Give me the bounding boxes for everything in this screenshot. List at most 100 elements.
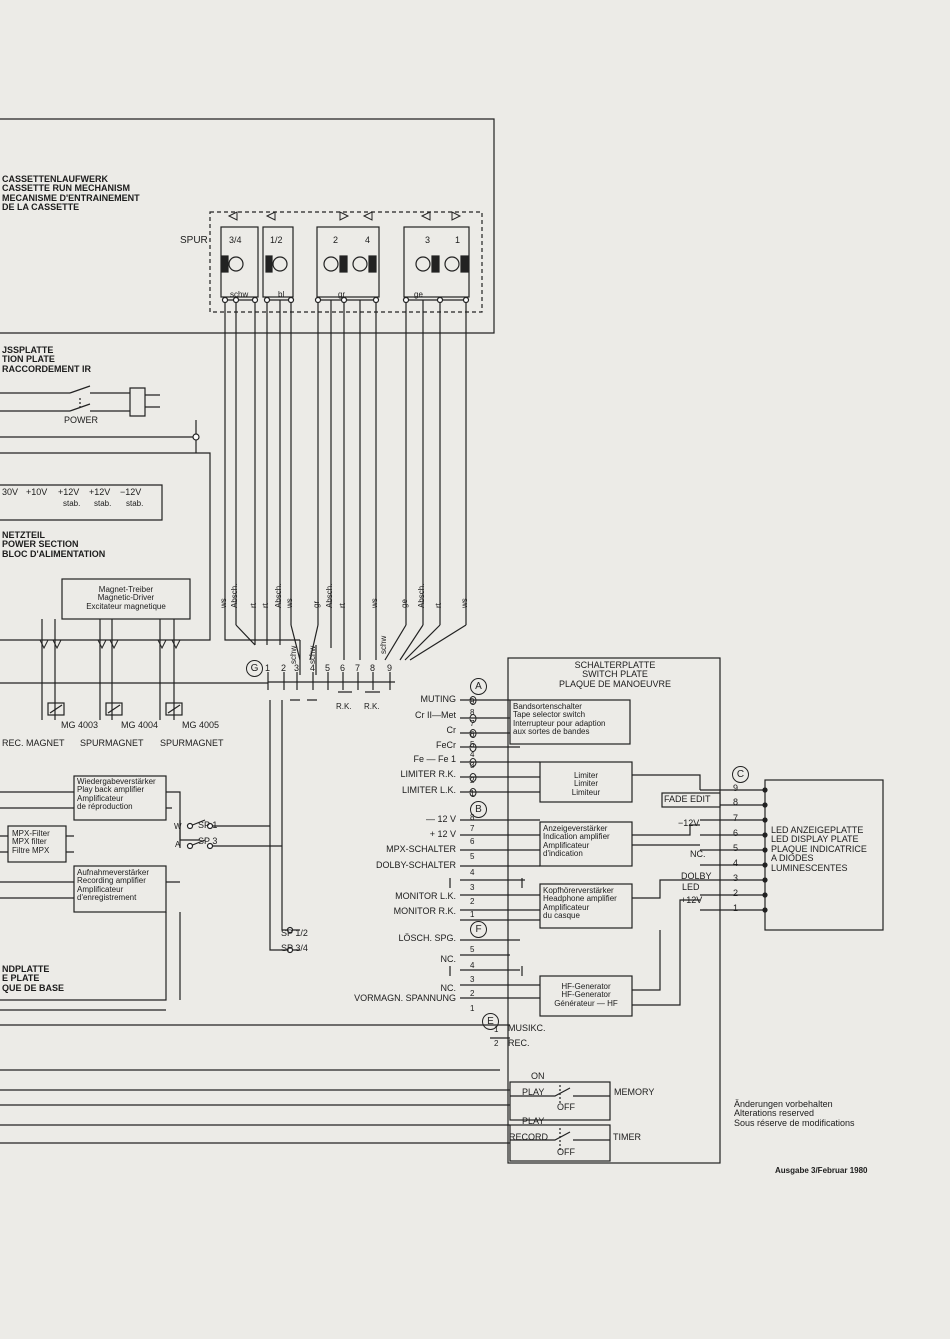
vertical-wire-label: rt [261,603,270,608]
timer-play-label: PLAY [522,1116,545,1126]
spur-label: SPUR [180,235,208,246]
connector-g-pin: 2 [281,663,287,673]
sp-label: SP 1/2 [281,928,308,938]
indicator-amp-line: Anzeigeverstärker [543,824,608,833]
magnet-driver-line: Magnetic-Driver [97,593,155,603]
power-label: POWER [64,415,99,425]
voltage-label: 30V [2,487,19,497]
connector-g-pin: 5 [325,663,331,673]
magnet-label: REC. MAGNET [2,738,65,748]
connector-e-marker: E [482,1013,499,1030]
headphone-amplifier-label: Kopfhörerverstärker Headphone amplifier … [543,886,617,921]
connector-c-pin: 7 [733,813,739,823]
connector-g-pin: 3 [294,663,300,673]
connector-f-pin: 1 [470,1004,475,1013]
connector-b-pin: 2 [470,897,475,906]
hf-generator-line: HF-Generator [561,982,611,991]
connector-e-label: REC. [508,1038,530,1048]
led-plate-label: LED ANZEIGEPLATTE LED DISPLAY PLATE PLAQ… [771,825,867,873]
stab-label: stab. [94,499,112,508]
voltage-label: +12V [58,487,80,497]
vertical-wire-label: Absch. [274,583,283,608]
connector-a-label: FeCr [436,740,456,750]
vertical-wire-label: ws [460,598,469,608]
base-plate-line: NDPLATTE [2,964,50,974]
tape-selector-line: aux sortes de bandes [513,727,590,737]
stab-label: stab. [126,499,144,508]
connector-g-wire: schw [289,645,298,664]
connector-a-pin: 9 [470,697,475,706]
connector-f-label: LÖSCH. SPG. [398,933,456,943]
sp-label: SP 3/4 [281,943,308,953]
indicator-amp-line: d'indication [543,849,583,859]
edition-note: Ausgabe 3/Februar 1980 [775,1166,868,1175]
magnet-driver-label: Magnet-Treiber Magnetic-Driver Excitateu… [62,585,190,611]
connector-g-pin: 9 [387,663,393,673]
connector-a-pin: 8 [470,708,475,717]
memory-label: MEMORY [614,1087,655,1097]
voltage-label: +12V [89,487,111,497]
memory-on-label: ON [531,1071,545,1081]
connector-b-pin: 6 [470,837,475,846]
connector-a-pin: 1 [470,789,475,798]
connector-b-label: MPX-SCHALTER [386,844,456,854]
connector-b-pin: 7 [470,824,475,833]
headphone-amp-line: Kopfhörerverstärker [543,886,614,895]
magnet-driver-line: Excitateur magnetique [86,601,166,611]
connector-a-marker: A [470,678,487,695]
voltage-label: +10V [26,487,48,497]
led-plate-line: LUMINESCENTES [771,862,848,873]
vertical-wire-label: Absch. [230,583,239,608]
magnet-code: MG 4003 [61,720,99,730]
connector-b-label: — 12 V [425,814,456,824]
head-group-1 [220,226,259,298]
connector-a-pin: 5 [470,740,475,749]
hf-generator-line: Générateur — HF [554,998,618,1008]
record-amp-line: Aufnahmeverstärker [77,868,150,877]
connector-g-wire: schw [308,645,317,664]
connector-a-pin: 3 [470,761,475,770]
limiter-line: Limiteur [571,787,601,797]
vertical-wire-label: ws [285,598,294,608]
cassette-line: DE LA CASSETTE [2,202,80,213]
connector-a-pin: 6 [470,730,475,739]
record-amp-line: d'enregistrement [77,893,137,903]
connector-f-marker: F [470,921,487,938]
connector-e-pin: 1 [494,1025,499,1034]
memory-play-label: PLAY [522,1087,545,1097]
connector-b-pin: 1 [470,910,475,919]
indicator-amp-line: Indication amplifier [543,832,610,842]
vertical-wire-label: rt [249,603,258,608]
vertical-wire-label: ws [370,598,379,608]
connector-b-pin: 3 [470,883,475,892]
record-amp-line: Amplificateur [77,884,124,894]
vertical-wire-label: gr [312,600,321,608]
cassette-mechanism-box [0,118,495,334]
connector-b-marker: B [470,801,487,818]
connector-b-label: MONITOR R.K. [393,906,456,916]
alterations-line: Alterations reserved [734,1108,815,1119]
timer-record-label: RECORD [509,1132,549,1142]
connector-a-label: Fe — Fe 1 [413,754,456,764]
connector-b-label: DOLBY-SCHALTER [375,860,456,870]
connector-a-label: MUTING [420,694,457,704]
tape-selector-label: Bandsortenschalter Tape selector switch … [513,702,606,737]
alterations-line: Sous réserve de modifications [734,1117,855,1128]
netzteil-line: POWER SECTION [2,539,79,550]
connector-a-label: Cr II—Met [414,710,456,720]
connector-c-label: NC. [690,849,706,859]
limiter-line: Limiter [573,779,598,789]
voltage-label: −12V [120,487,142,497]
led-plate-line: LED ANZEIGEPLATTE [771,825,864,835]
connector-c-label: LED [682,882,700,892]
switch-w-label: W [174,822,182,831]
sp-label: SP 1 [198,820,218,830]
connector-g-wire: schw [379,635,388,654]
memory-off-label: OFF [557,1102,575,1112]
head-label: 1/2 [270,235,283,245]
connector-b-label: MONITOR L.K. [395,891,456,901]
head-label: 1 [455,235,461,245]
cassette-line: MECANISME D'ENTRAINEMENT [2,192,140,203]
vertical-wire-label: ge [400,599,409,608]
